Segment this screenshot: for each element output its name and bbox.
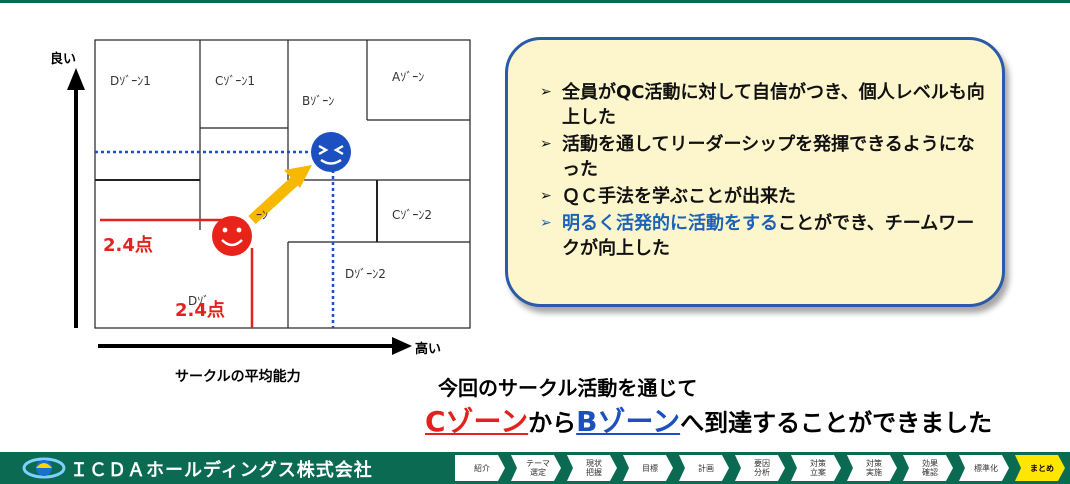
process-step[interactable]: 対策 実施 — [847, 455, 897, 481]
zone-d1-label: Dｿﾞｰﾝ1 — [110, 74, 151, 88]
process-step-label: まとめ — [1030, 463, 1054, 473]
summary-item-text: 活動を通してリーダーシップを発揮できるようになった — [562, 134, 975, 180]
process-step[interactable]: 現状 把握 — [567, 455, 617, 481]
progress-arrow-head — [284, 165, 312, 188]
summary-item: ➢ ＱＣ手法を学ぶことが出来た — [538, 184, 988, 209]
process-step-label: 紹介 — [474, 463, 490, 473]
zone-grid-svg — [67, 39, 471, 355]
progress-arrow-shaft — [248, 173, 302, 225]
arrow-bullet-icon: ➢ — [540, 188, 552, 204]
x-axis-high-label: 高い — [415, 342, 442, 357]
process-step[interactable]: 目標 — [623, 455, 673, 481]
process-step-label: 対策 立案 — [810, 459, 826, 477]
zone-d2-label: Dｿﾞｰﾝ2 — [345, 267, 386, 281]
summary-item: ➢ 明るく活発的に活動をすることができ、チームワークが向上した — [538, 211, 988, 261]
process-step-label: 効果 確認 — [922, 459, 938, 477]
y-axis-arrowhead — [67, 68, 85, 90]
summary-bubble: ➢ 全員がQC活動に対して自信がつき、個人レベルも向上した ➢ 活動を通してリーダー… — [505, 37, 1005, 307]
blue-guide-lines — [95, 150, 335, 328]
zone-c2-label: Cｿﾞｰﾝ2 — [392, 208, 433, 222]
arrow-bullet-icon: ➢ — [540, 136, 552, 152]
top-rule — [0, 0, 1070, 3]
company-logo-icon — [22, 457, 66, 479]
process-step-label: テーマ 選定 — [526, 459, 550, 477]
x-axis-title: サークルの平均能力 — [175, 369, 301, 385]
zone-b-label: Bｿﾞｰﾝ — [302, 94, 335, 108]
process-step-label: 要因 分析 — [754, 459, 770, 477]
process-step[interactable]: 効果 確認 — [903, 455, 953, 481]
process-steps: 紹介 テーマ 選定 現状 把握 目標 計画 要因 分析 対策 立案 対策 実施 効果 確認 標準化… — [455, 455, 1070, 481]
red-guide-lines — [100, 218, 254, 328]
zone-a-label: Aｿﾞｰﾝ — [392, 70, 425, 84]
zone-chart: 良い 高い サークルの平均能力 Dｿﾞｰﾝ1 Cｿﾞｰﾝ1 Bｿﾞｰﾝ Aｿﾞｰ… — [40, 30, 480, 390]
arrow-bullet-icon: ➢ — [540, 84, 552, 100]
headline-line2: CゾーンからBゾーンへ到達することができました — [425, 400, 992, 440]
process-step-label: 目標 — [642, 463, 658, 473]
summary-item: ➢ 活動を通してリーダーシップを発揮できるようになった — [538, 132, 988, 182]
footer-bar: ＩＣＤＡホールディングス株式会社 紹介 テーマ 選定 現状 把握 目標 計画 要因 分析 対… — [0, 452, 1070, 484]
process-step[interactable]: 対策 立案 — [791, 455, 841, 481]
headline-line1: 今回のサークル活動を通じて — [438, 376, 698, 400]
summary-item-text: ことができ、チームワークが向上した — [562, 213, 975, 259]
process-step-label: 標準化 — [974, 463, 998, 473]
process-step-label: 現状 把握 — [586, 459, 602, 477]
zone-frame — [94, 39, 471, 329]
summary-item-highlight: 明るく活発的に活動をする — [562, 213, 778, 234]
zone-from: Cゾーン — [425, 405, 529, 438]
x-axis-arrowhead — [392, 337, 412, 355]
zone-to: Bゾーン — [576, 405, 681, 438]
process-step-label: 対策 実施 — [866, 459, 882, 477]
arrow-bullet-icon: ➢ — [540, 215, 552, 231]
zone-dividers — [95, 40, 470, 328]
score-left: 2.4点 — [103, 235, 153, 256]
process-step[interactable]: 要因 分析 — [735, 455, 785, 481]
score-bottom: 2.4点 — [175, 300, 225, 321]
from-suffix: から — [528, 409, 577, 437]
process-step-label: 計画 — [698, 463, 714, 473]
zone-c1-label: Cｿﾞｰﾝ1 — [215, 74, 256, 88]
zone-d-partial-label: Dｿﾞ — [188, 294, 210, 308]
process-step[interactable]: まとめ — [1015, 455, 1065, 481]
process-step[interactable]: テーマ 選定 — [511, 455, 561, 481]
to-suffix: へ到達することができました — [680, 409, 993, 437]
process-step[interactable]: 紹介 — [455, 455, 505, 481]
smiley-blue-icon — [311, 132, 351, 172]
summary-item-text: ＱＣ手法を学ぶことが出来た — [562, 186, 796, 207]
smiley-red-icon — [212, 216, 252, 256]
summary-item-text: 全員がQC活動に対して自信がつき、個人レベルも向上した — [562, 82, 985, 128]
process-step[interactable]: 計画 — [679, 455, 729, 481]
zone-c-partial-label: ｰﾝ — [256, 208, 269, 222]
summary-item: ➢ 全員がQC活動に対して自信がつき、個人レベルも向上した — [538, 80, 988, 130]
company-name: ＩＣＤＡホールディングス株式会社 — [70, 460, 373, 481]
y-axis-label: 良い — [50, 52, 77, 67]
summary-list: ➢ 全員がQC活動に対して自信がつき、個人レベルも向上した ➢ 活動を通してリーダー… — [538, 80, 988, 263]
process-step[interactable]: 標準化 — [959, 455, 1009, 481]
